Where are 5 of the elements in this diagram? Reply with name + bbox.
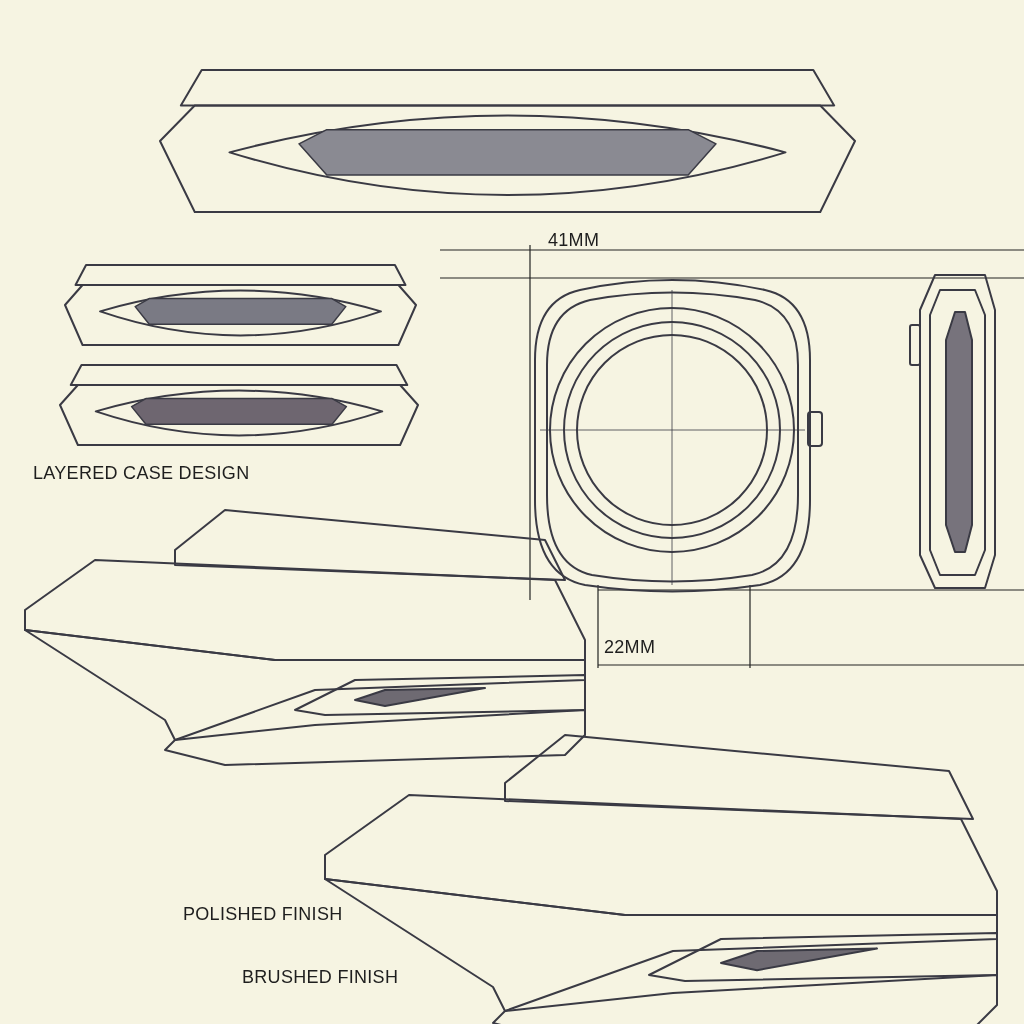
annotation-label: LAYERED CASE DESIGN [33, 463, 250, 484]
dimension-label: 22MM [604, 637, 656, 658]
dimension-label: 41MM [548, 230, 600, 251]
annotation-label: BRUSHED FINISH [242, 967, 399, 988]
annotation-label: POLISHED FINISH [183, 904, 343, 925]
